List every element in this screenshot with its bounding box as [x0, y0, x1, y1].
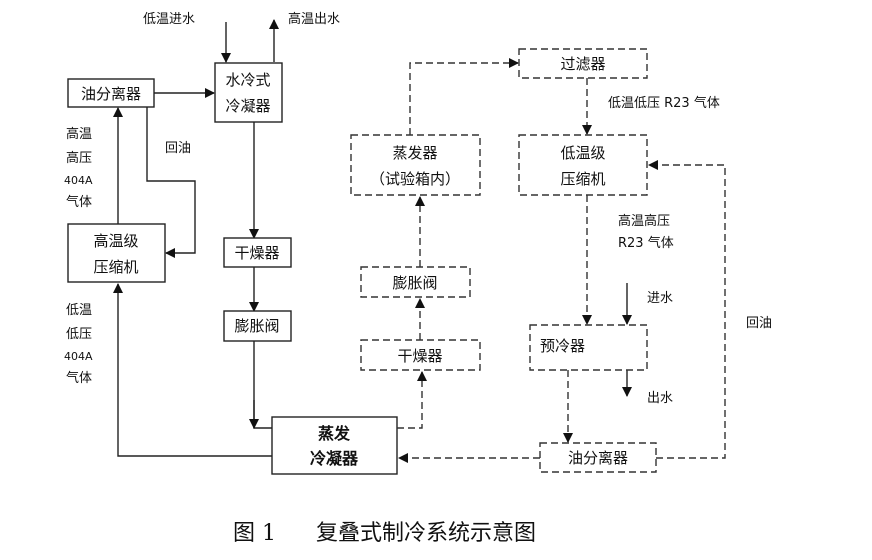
- evaporator-to-filter-line: [409, 58, 519, 135]
- filter: [518, 48, 648, 79]
- lp-compressor-label-2: 压缩机: [560, 170, 605, 188]
- hp-compressor-label-1: 高温级: [93, 232, 138, 250]
- low-discharge-label-1: 高温高压: [618, 213, 670, 229]
- condenser-label-1: 水冷式: [225, 71, 270, 89]
- dryer-high-label: 干燥器: [234, 244, 279, 262]
- valve-to-evap-condenser-line: [253, 341, 272, 429]
- water-in-label: 进水: [647, 291, 673, 306]
- discharge-label-4: 气体: [66, 194, 92, 210]
- evaporative-condenser: [271, 416, 398, 475]
- suction-label-3: 404A: [64, 350, 93, 363]
- water-cooled-condenser: [214, 62, 283, 123]
- low-discharge-label-2: R23 气体: [618, 235, 674, 251]
- suction-label-1: 低温: [66, 303, 92, 318]
- low-stage-connections: [397, 58, 726, 463]
- suction-label-2: 低压: [66, 327, 92, 342]
- expansion-valve-low: [360, 266, 471, 298]
- evap-condenser-label-1: 蒸发: [318, 424, 351, 443]
- water-out-label: 出水: [647, 391, 673, 406]
- dryer-low: [360, 339, 481, 371]
- low-oil-return-label: 回油: [746, 316, 772, 331]
- low-temp-compressor: [518, 134, 648, 196]
- low-temp-water-in-label: 低温进水: [143, 12, 195, 27]
- high-temp-compressor: [67, 223, 166, 283]
- low-suction-label: 低温低压 R23 气体: [608, 95, 720, 111]
- figure-title: 复叠式制冷系统示意图: [316, 521, 536, 546]
- filter-label: 过滤器: [560, 55, 605, 73]
- high-temp-water-out-label: 高温出水: [288, 11, 340, 27]
- expansion-valve-high-label: 膨胀阀: [234, 317, 279, 335]
- evaporator: [350, 134, 481, 196]
- evaporator-label-2: （试验箱内）: [370, 170, 460, 188]
- high-stage-connections: [113, 19, 279, 457]
- suction-label-4: 气体: [66, 370, 92, 386]
- precooler-label: 预冷器: [540, 337, 585, 355]
- evap-condenser-to-dryer-arrow: [397, 371, 427, 429]
- dryer-high: [223, 237, 292, 268]
- figure-number: 图 1: [233, 521, 276, 546]
- oil-separator-high: [67, 78, 155, 108]
- oil-return-line: [146, 107, 196, 258]
- suction-line: [113, 283, 272, 457]
- hp-compressor-label-2: 压缩机: [93, 258, 138, 276]
- evap-condenser-label-2: 冷凝器: [310, 449, 359, 468]
- expansion-valve-high: [223, 310, 292, 342]
- discharge-label-1: 高温: [66, 126, 92, 142]
- evaporator-label-1: 蒸发器: [392, 144, 437, 162]
- discharge-label-2: 高压: [66, 150, 92, 166]
- discharge-label-3: 404A: [64, 174, 93, 187]
- precooler: [529, 324, 648, 371]
- oil-separator-high-label: 油分离器: [81, 85, 141, 103]
- lp-compressor-label-1: 低温级: [560, 144, 605, 162]
- dryer-low-label: 干燥器: [397, 347, 442, 365]
- low-oil-return-line: [648, 160, 726, 459]
- condenser-label-2: 冷凝器: [225, 97, 270, 115]
- oil-separator-low: [539, 442, 657, 473]
- expansion-valve-low-label: 膨胀阀: [392, 274, 437, 292]
- oil-separator-low-label: 油分离器: [568, 449, 628, 467]
- oil-return-label: 回油: [165, 141, 191, 156]
